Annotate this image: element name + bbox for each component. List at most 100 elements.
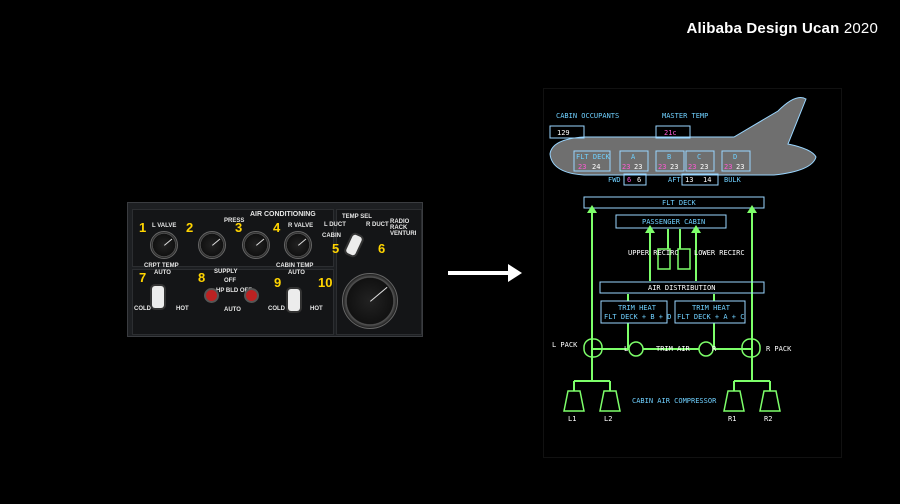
lower-recirc-label: LOWER RECIRC [694, 249, 745, 257]
cabin-occupants-box [549, 125, 585, 139]
passenger-cabin-label: PASSENGER CABIN [642, 218, 705, 226]
supply-right-button[interactable] [244, 288, 259, 303]
callout-6: 6 [378, 241, 386, 256]
r-trim-air-valve [698, 341, 714, 357]
compressor-r1-label: R1 [728, 415, 736, 423]
crpt-cold-label: COLD [134, 306, 151, 312]
cabin-temp-label: CABIN TEMP [276, 263, 314, 269]
crpt-auto-label: AUTO [154, 270, 171, 276]
cabin-auto-label: AUTO [288, 270, 305, 276]
cabin-air-compressors [563, 390, 781, 412]
zone-c-target: 23 [688, 163, 696, 171]
panel-title: AIR CONDITIONING [250, 211, 316, 218]
callout-2: 2 [186, 220, 194, 235]
cabin-cold-label: COLD [268, 306, 285, 312]
compressor-r2-label: R2 [764, 415, 772, 423]
cabin-air-compressor-label: CABIN AIR COMPRESSOR [632, 397, 717, 405]
zone-a-actual: 23 [634, 163, 642, 171]
brand-logo: Alibaba Design Ucan 2020 [686, 20, 878, 37]
zone-a-label: A [631, 153, 636, 161]
radio-rack-label: RADIO RACK VENTURI [390, 219, 417, 237]
r-pack-valve [741, 338, 761, 358]
callout-1: 1 [139, 220, 147, 235]
zone-b-target: 23 [658, 163, 666, 171]
passenger-cabin-box [615, 214, 727, 229]
upper-recirc-label: UPPER RECIRC [628, 249, 679, 257]
transition-arrow-icon [508, 264, 522, 282]
l-valve-gauge [150, 231, 178, 259]
r-duct-label: R DUCT [366, 222, 389, 228]
flt-deck-zone-box [573, 150, 611, 172]
r-trim-valve-label: R [712, 345, 717, 353]
zone-c-actual: 23 [700, 163, 708, 171]
compressor-l2-label: L2 [604, 415, 612, 423]
zone-d-label: D [733, 153, 737, 161]
aft-cargo-label: AFT [668, 176, 681, 184]
fwd-cargo-label: FWD [608, 176, 621, 184]
upper-recirc-fan [657, 248, 671, 270]
hp-bld-off-label: HP BLD OFF [216, 288, 252, 294]
crpt-temp-knob[interactable] [152, 286, 164, 308]
flt-deck-target: 23 [578, 163, 586, 171]
flt-deck-duct-label: FLT DECK [662, 199, 697, 207]
flt-deck-duct-box [583, 196, 765, 209]
bulk-cargo-value: 14 [703, 176, 711, 184]
l-pack-label: L PACK [552, 341, 578, 349]
flt-deck-zone-label: FLT DECK [576, 153, 611, 161]
supply-off-label: OFF [224, 278, 236, 284]
zone-d-actual: 23 [736, 163, 744, 171]
flt-deck-actual: 24 [592, 163, 600, 171]
lower-recirc-fan [677, 248, 691, 270]
ecs-synoptic-display: CABIN OCCUPANTS 129 MASTER TEMP 21c FLT … [543, 88, 842, 458]
l-trim-air-valve [628, 341, 644, 357]
panel-right-section [336, 209, 422, 335]
supply-auto-label: AUTO [224, 307, 241, 313]
callout-4: 4 [273, 220, 281, 235]
fwd-cargo-box [623, 173, 647, 186]
callout-8: 8 [198, 270, 206, 285]
trim-heat-left-box [600, 300, 668, 324]
fwd-cargo-target: 6 [627, 176, 631, 184]
press-gauge-left [198, 231, 226, 259]
cabin-hot-label: HOT [310, 306, 323, 312]
trim-heat-right-zones: FLT DECK + A + C [677, 313, 744, 321]
zone-b: B 23 23 [655, 150, 685, 172]
panel-lower-section [132, 269, 334, 335]
cabin-occupants-value: 129 [557, 129, 570, 137]
air-distribution-box [599, 281, 765, 294]
crpt-hot-label: HOT [176, 306, 189, 312]
aft-cargo-value: 13 [685, 176, 693, 184]
brand-name: Alibaba Design Ucan [686, 20, 840, 37]
l-valve-label: L VALVE [152, 223, 177, 229]
supply-label: SUPPLY [214, 269, 238, 275]
air-conditioning-panel: AIR CONDITIONING PRESS L VALVE R VALVE T… [127, 202, 423, 337]
flow-arrowheads [587, 205, 757, 233]
zone-c: C 23 23 [685, 150, 715, 172]
callout-3: 3 [235, 220, 243, 235]
cabin-label: CABIN [322, 233, 341, 239]
crpt-temp-label: CRPT TEMP [144, 263, 179, 269]
press-label: PRESS [224, 218, 245, 224]
trim-heat-right-box [674, 300, 746, 324]
supply-left-button[interactable] [204, 288, 219, 303]
r-valve-label: R VALVE [288, 223, 314, 229]
zone-d: D 23 23 [721, 150, 751, 172]
l-pack-valve [583, 338, 603, 358]
brand-year: 2020 [843, 20, 878, 37]
air-distribution-label: AIR DISTRIBUTION [648, 284, 715, 292]
fwd-cargo-actual: 6 [637, 176, 641, 184]
zone-a: A 23 23 [619, 150, 649, 172]
press-gauge-right [242, 231, 270, 259]
cabin-occupants-label: CABIN OCCUPANTS [556, 112, 619, 120]
temp-sel-label: TEMP SEL [342, 214, 372, 220]
trim-air-label: TRIM AIR [656, 345, 691, 353]
r-pack-label: R PACK [766, 345, 792, 353]
compressor-l1-label: L1 [568, 415, 576, 423]
trim-heat-left-title: TRIM HEAT [618, 304, 657, 312]
cabin-temp-knob[interactable] [288, 289, 300, 311]
bulk-cargo-label: BULK [724, 176, 742, 184]
zone-b-label: B [667, 153, 671, 161]
zone-a-target: 23 [622, 163, 630, 171]
aircraft-silhouette [549, 97, 817, 176]
airflow-lines [573, 209, 771, 391]
